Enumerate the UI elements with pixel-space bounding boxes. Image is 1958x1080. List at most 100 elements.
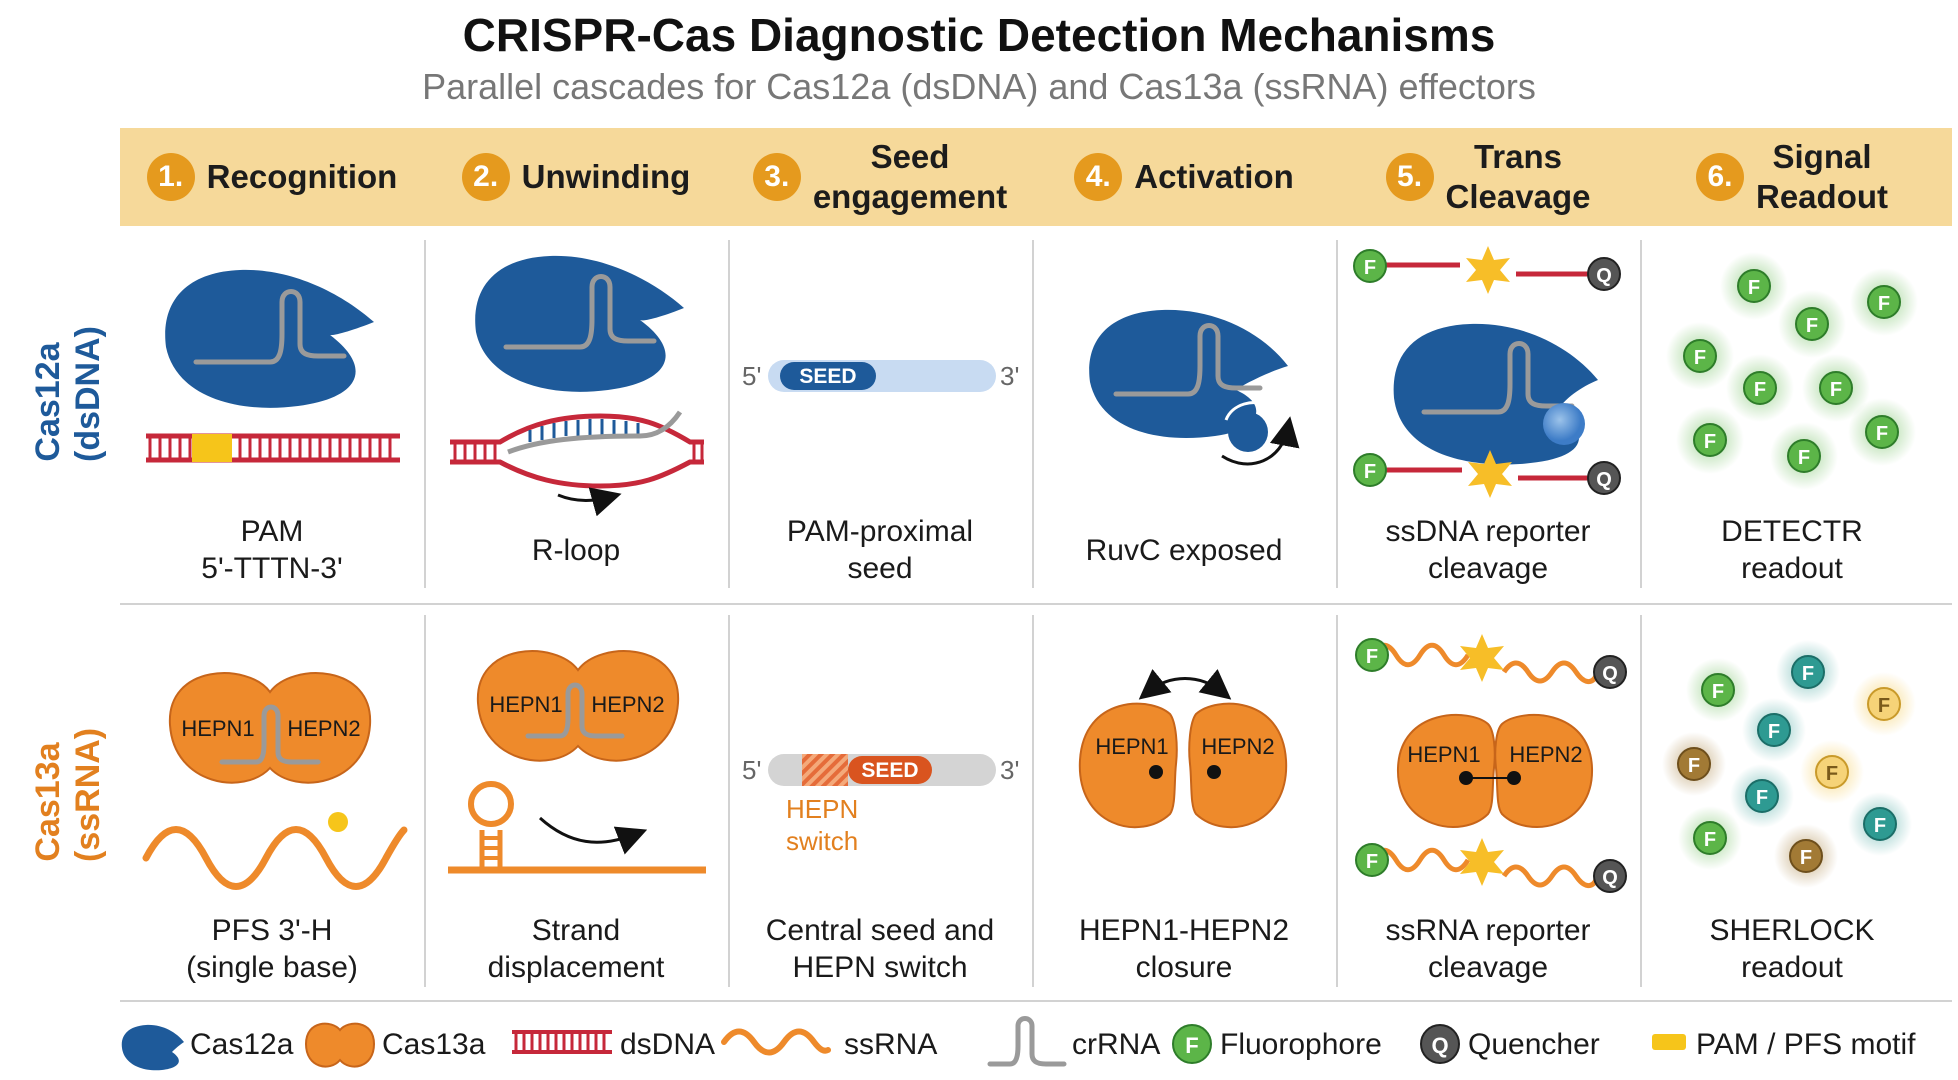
svg-text:F: F bbox=[1754, 379, 1766, 401]
cas12a-unwinding-graphic bbox=[450, 255, 704, 517]
free-fluorophore: F bbox=[1662, 732, 1726, 796]
legend: Cas12a Cas13a dsDNA ssRNA crRNA F Fluoro… bbox=[121, 1016, 1916, 1071]
free-fluorophore: F bbox=[1686, 658, 1750, 722]
quencher-label: Q bbox=[1596, 265, 1612, 287]
free-fluorophore: F bbox=[1676, 406, 1744, 474]
stage-label: Seed engagement bbox=[812, 138, 1008, 215]
column-divider bbox=[1640, 240, 1642, 588]
fluorophore-icon bbox=[1172, 1024, 1212, 1064]
free-fluorophore: F bbox=[1742, 698, 1806, 762]
quencher bbox=[1587, 257, 1621, 291]
closure-arrow bbox=[1138, 668, 1232, 700]
fluorophore-icon-label: F bbox=[1185, 1033, 1198, 1058]
free-fluorophore: F bbox=[1774, 824, 1838, 888]
hepn1-label: HEPN1 bbox=[1407, 742, 1480, 767]
three-prime-label: 3' bbox=[1000, 755, 1019, 785]
fluorophore bbox=[1353, 453, 1387, 487]
crrna-icon bbox=[987, 1016, 1067, 1067]
stage-signal-readout: 6. Signal Readout bbox=[1640, 128, 1944, 226]
svg-text:F: F bbox=[1694, 347, 1706, 369]
fluorophore-label: F bbox=[1366, 646, 1378, 668]
legend-label: Cas13a bbox=[382, 1028, 486, 1061]
legend-divider bbox=[120, 1000, 1952, 1002]
free-fluorophore: F bbox=[1850, 268, 1918, 336]
svg-text:F: F bbox=[1878, 695, 1890, 717]
cas13a-protein-icon bbox=[168, 672, 372, 784]
stage-seed-engagement: 3. Seed engagement bbox=[728, 128, 1032, 226]
legend-label: dsDNA bbox=[620, 1028, 715, 1061]
quencher-label: Q bbox=[1602, 663, 1618, 685]
svg-text:F: F bbox=[1798, 447, 1810, 469]
svg-text:F: F bbox=[1688, 755, 1700, 777]
page-subtitle: Parallel cascades for Cas12a (dsDNA) and… bbox=[422, 66, 1536, 107]
legend-item-dsdna: dsDNA bbox=[512, 1028, 715, 1061]
fluorophore-label: F bbox=[1364, 461, 1376, 483]
free-fluorophore: F bbox=[1678, 806, 1742, 870]
stage-label: Signal Readout bbox=[1756, 138, 1888, 215]
stage-activation: 4. Activation bbox=[1032, 128, 1336, 226]
cas13a-recognition-graphic: HEPN1 HEPN2 bbox=[142, 672, 408, 890]
cas12a-readout-graphic: F F F F F F F F F bbox=[1666, 252, 1918, 490]
stage-number: 4. bbox=[1074, 153, 1123, 201]
direction-arrow bbox=[557, 487, 622, 517]
stage-label: Trans Cleavage bbox=[1445, 138, 1591, 215]
stage-unwinding: 2. Unwinding bbox=[424, 128, 728, 226]
page-title: CRISPR-Cas Diagnostic Detection Mechanis… bbox=[462, 9, 1496, 61]
fluorophore bbox=[1355, 843, 1389, 877]
legend-item-cas13a: Cas13a bbox=[304, 1022, 486, 1068]
cas12a-icon bbox=[121, 1024, 184, 1071]
quencher-label: Q bbox=[1596, 469, 1612, 491]
free-fluorophore: F bbox=[1720, 252, 1788, 320]
column-divider bbox=[1032, 615, 1034, 987]
pfs-motif bbox=[328, 812, 348, 832]
column-divider bbox=[424, 615, 426, 987]
cas13a-protein-icon bbox=[1078, 702, 1178, 829]
legend-label: Quencher bbox=[1468, 1028, 1600, 1061]
catalytic-site bbox=[1207, 765, 1221, 779]
quencher-icon-label: Q bbox=[1431, 1033, 1448, 1058]
svg-text:F: F bbox=[1830, 379, 1842, 401]
fluorophore-label: F bbox=[1366, 851, 1378, 873]
seed-region bbox=[780, 362, 876, 390]
hepn2-label: HEPN2 bbox=[591, 692, 664, 717]
legend-label: ssRNA bbox=[844, 1028, 937, 1061]
fluorophore bbox=[1355, 638, 1389, 672]
dsdna-strand bbox=[146, 433, 400, 463]
crrna-strand bbox=[219, 704, 321, 765]
caption-cas12a-trans: ssDNA reporter cleavage bbox=[1385, 515, 1591, 585]
cas13a-protein-icon bbox=[1396, 714, 1496, 828]
free-fluorophore: F bbox=[1730, 764, 1794, 828]
quencher bbox=[1587, 461, 1621, 495]
cleavage-burst bbox=[1460, 838, 1504, 886]
free-fluorophore: F bbox=[1776, 640, 1840, 704]
hepn2-label: HEPN2 bbox=[287, 716, 360, 741]
cas13a-trans-graphic: F Q HEPN1 HEPN2 F Q bbox=[1355, 634, 1627, 893]
cas13a-readout-graphic: F F F F F F F F F F bbox=[1662, 640, 1916, 888]
cas13a-seed-graphic: 5' SEED 3' HEPN switch bbox=[742, 754, 1019, 856]
stage-number: 1. bbox=[146, 153, 195, 201]
stage-number: 2. bbox=[461, 153, 510, 201]
cas13a-icon bbox=[304, 1022, 376, 1068]
svg-text:F: F bbox=[1874, 815, 1886, 837]
column-divider bbox=[728, 615, 730, 987]
hepn2-label: HEPN2 bbox=[1201, 734, 1274, 759]
five-prime-label: 5' bbox=[742, 361, 761, 391]
crrna-strand bbox=[503, 274, 657, 350]
column-divider bbox=[1032, 240, 1034, 588]
column-divider bbox=[1336, 615, 1338, 987]
hepn1-label: HEPN1 bbox=[489, 692, 562, 717]
stage-label: Activation bbox=[1134, 158, 1294, 195]
stage-trans-cleavage: 5. Trans Cleavage bbox=[1336, 128, 1640, 226]
caption-cas12a-readout: DETECTR readout bbox=[1721, 515, 1863, 585]
cleavage-burst bbox=[1466, 246, 1510, 294]
legend-item-pam: PAM / PFS motif bbox=[1652, 1028, 1916, 1061]
crrna-strand bbox=[1113, 323, 1263, 397]
cas12a-recognition-graphic bbox=[146, 269, 400, 463]
stage-label: Recognition bbox=[206, 158, 398, 195]
hepn2-label: HEPN2 bbox=[1509, 742, 1582, 767]
column-divider bbox=[1336, 240, 1338, 588]
catalytic-site bbox=[1459, 771, 1473, 785]
seed-label: SEED bbox=[861, 759, 918, 782]
cleavage-burst bbox=[1468, 450, 1512, 498]
caption-cas13a-recognition: PFS 3'-H (single base) bbox=[186, 914, 358, 984]
